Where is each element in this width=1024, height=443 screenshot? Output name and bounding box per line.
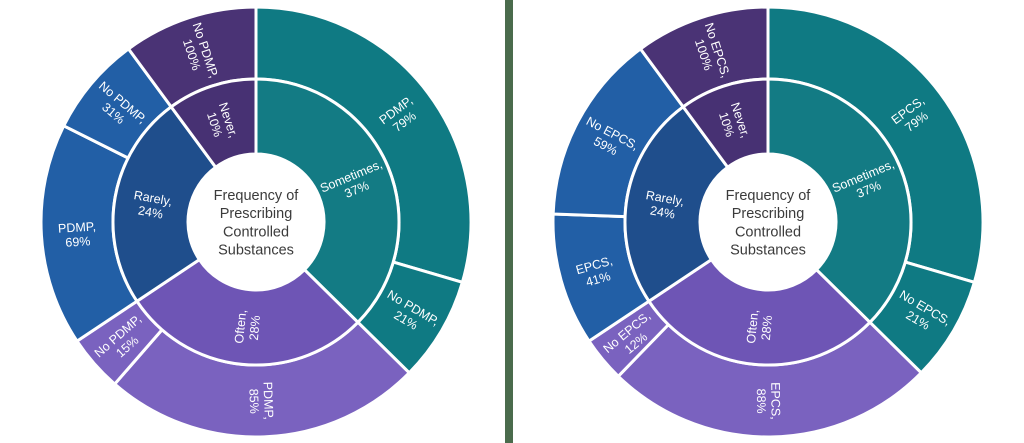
- sunburst-inner-label: Rarely,24%: [642, 188, 686, 223]
- svg-text:Often,28%: Often,28%: [232, 309, 263, 346]
- svg-text:PDMP,69%: PDMP,69%: [58, 220, 98, 251]
- svg-text:Rarely,24%: Rarely,24%: [642, 188, 685, 223]
- sunburst-outer-label: EPCS,88%: [754, 382, 783, 420]
- sunburst-inner-label: Often,28%: [232, 309, 263, 346]
- svg-text:PDMP,85%: PDMP,85%: [246, 381, 276, 420]
- chart-panel-epcs: EPCS,79%No EPCS,21%EPCS,88%No EPCS,12%EP…: [512, 0, 1024, 443]
- panel-divider: [505, 0, 513, 443]
- sunburst-outer-label: PDMP,85%: [246, 381, 276, 420]
- svg-text:Often,28%: Often,28%: [744, 309, 775, 346]
- chart-panel-pdmp: PDMP,79%No PDMP,21%PDMP,85%No PDMP,15%PD…: [0, 0, 512, 443]
- sunburst-chart-epcs[interactable]: EPCS,79%No EPCS,21%EPCS,88%No EPCS,12%EP…: [512, 0, 1024, 443]
- sunburst-inner-label: Rarely,24%: [130, 188, 174, 223]
- svg-text:EPCS,88%: EPCS,88%: [754, 382, 783, 420]
- sunburst-inner-label: Often,28%: [744, 309, 775, 346]
- sunburst-outer-label: PDMP,69%: [58, 220, 98, 251]
- sunburst-center-hub: [700, 154, 836, 290]
- sunburst-chart-pdmp[interactable]: PDMP,79%No PDMP,21%PDMP,85%No PDMP,15%PD…: [0, 0, 512, 443]
- svg-text:Rarely,24%: Rarely,24%: [130, 188, 173, 223]
- sunburst-center-hub: [188, 154, 324, 290]
